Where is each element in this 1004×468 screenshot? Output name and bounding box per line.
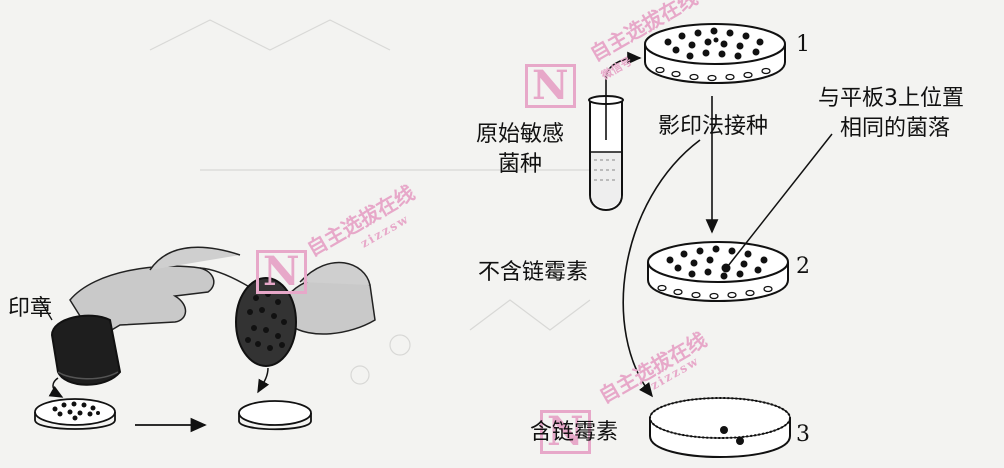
- original-strain-label-line2: 菌种: [498, 152, 543, 177]
- plate-number-3: 3: [796, 422, 810, 447]
- stamp-block: [50, 314, 122, 386]
- same-position-label-line2: 相同的菌落: [840, 116, 951, 141]
- plate-2: [647, 241, 789, 302]
- empty-receiving-plate: [238, 400, 312, 431]
- watermark-logo-2: N: [256, 250, 307, 294]
- watermark-logo-3: N: [540, 410, 591, 454]
- plate-number-2: 2: [796, 254, 810, 279]
- background-bleed: [149, 19, 600, 385]
- stamp-label: 印章: [8, 296, 53, 321]
- replica-method-label: 影印法接种: [658, 114, 769, 139]
- hand-with-velvet-stamp: [235, 261, 376, 367]
- same-position-label-line1: 与平板3上位置: [818, 86, 964, 111]
- watermark-logo: N: [525, 64, 576, 108]
- with-streptomycin-label: 含链霉素: [530, 420, 619, 445]
- no-streptomycin-label: 不含链霉素: [478, 260, 589, 285]
- hand-with-stamp: [50, 246, 301, 386]
- plate-1: [644, 23, 786, 84]
- original-strain-label-line1: 原始敏感: [476, 122, 565, 147]
- test-tube: [588, 95, 624, 211]
- plate-number-1: 1: [796, 32, 810, 57]
- plate-3: [649, 397, 791, 458]
- left-source-plate: [34, 398, 116, 430]
